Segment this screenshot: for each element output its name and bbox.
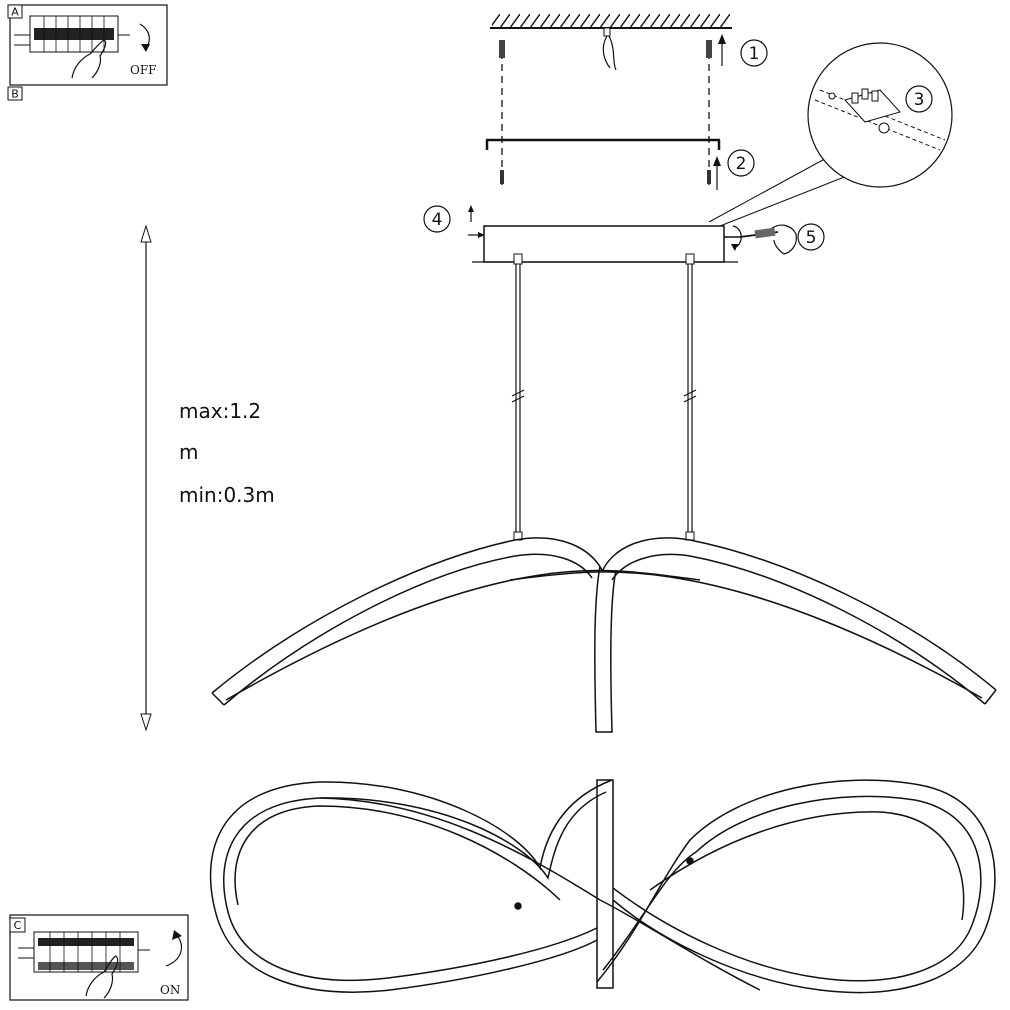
panel-letter-b: B xyxy=(11,88,19,101)
hand-icon xyxy=(71,39,107,79)
screwdriver-hand-icon xyxy=(739,224,797,255)
height-min-label: min:0.3m xyxy=(179,483,275,507)
mounting-screws xyxy=(499,40,712,185)
terminal-block-callout: 3 xyxy=(708,42,953,227)
panel-letter-c: C xyxy=(14,919,22,932)
ceiling xyxy=(490,14,732,71)
step-1-marker: 1 xyxy=(740,39,768,67)
step-3-marker: 3 xyxy=(905,85,933,113)
svg-text:3: 3 xyxy=(914,90,925,110)
height-unit-label: m xyxy=(179,440,198,464)
switch-on-label: ON xyxy=(160,983,180,997)
svg-text:2: 2 xyxy=(736,154,747,174)
canopy xyxy=(472,224,797,263)
step-arrows xyxy=(468,34,726,238)
svg-text:5: 5 xyxy=(806,228,817,248)
breaker-panel-off: A B OFF xyxy=(7,4,168,101)
height-dimension xyxy=(140,224,152,732)
svg-text:1: 1 xyxy=(749,44,760,64)
breaker-strip-icon xyxy=(14,15,130,53)
breaker-panel-on: C ON xyxy=(9,914,189,1001)
luminaire-top-view xyxy=(209,779,996,994)
step-2-marker: 2 xyxy=(727,149,755,177)
panel-letter-a: A xyxy=(11,6,19,19)
height-max-label: max:1.2 xyxy=(179,399,261,423)
step-5-marker: 5 xyxy=(797,223,825,251)
switch-off-label: OFF xyxy=(130,63,157,77)
step-4-marker: 4 xyxy=(423,205,451,233)
mounting-bracket xyxy=(485,138,721,150)
hand-icon xyxy=(85,955,119,999)
breaker-strip-icon xyxy=(18,931,150,973)
svg-text:4: 4 xyxy=(432,210,443,230)
terminal-block-icon xyxy=(814,88,946,151)
luminaire-side-view xyxy=(211,537,997,733)
suspension-cables xyxy=(511,253,697,541)
